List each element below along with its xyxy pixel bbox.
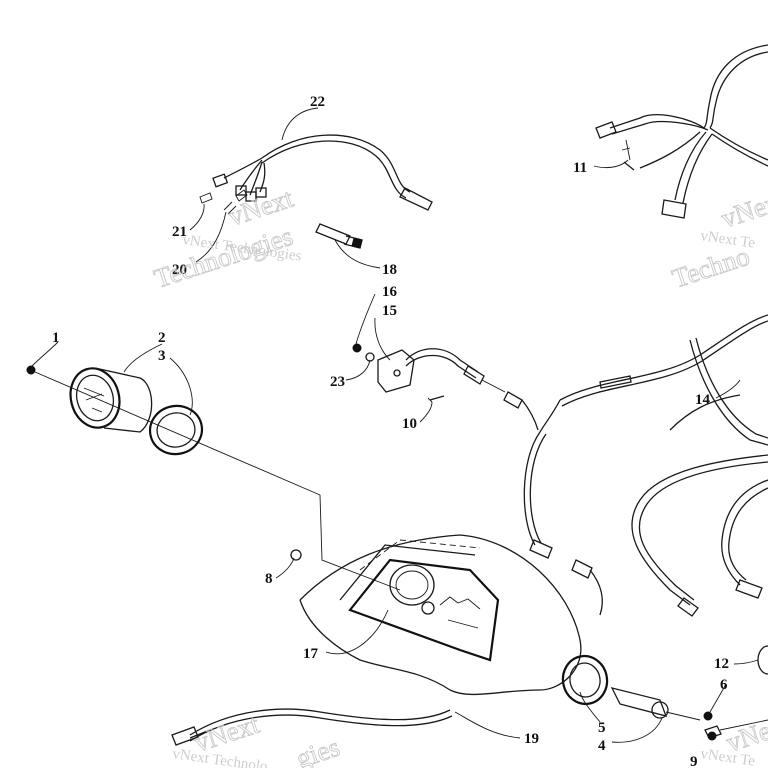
harness-22: [199, 134, 433, 215]
callout-5: 5: [598, 720, 606, 736]
callout-1: 1: [52, 330, 60, 346]
svg-text:Techno: Techno: [669, 241, 753, 294]
leader-lines: [31, 107, 759, 743]
gauge-assembly: [26, 365, 401, 591]
callout-23: 23: [330, 374, 345, 390]
bracket-15: [352, 343, 506, 403]
callout-6: 6: [720, 677, 728, 693]
callout-4: 4: [598, 738, 606, 754]
callout-2: 2: [158, 330, 166, 346]
svg-text:vNext Te: vNext Te: [699, 746, 756, 768]
housing-17: [290, 534, 582, 696]
callout-11: 11: [573, 160, 587, 176]
callout-14: 14: [695, 392, 711, 408]
callout-15: 15: [382, 303, 397, 319]
harness-19: [171, 708, 453, 746]
callout-3: 3: [158, 348, 166, 364]
callout-8: 8: [265, 571, 273, 587]
callout-22: 22: [310, 94, 325, 110]
callout-20: 20: [172, 262, 187, 278]
callout-9: 9: [690, 754, 698, 768]
callout-10: 10: [402, 416, 417, 432]
callout-19: 19: [524, 731, 539, 747]
callout-labels: 1 2 3 4 5 6 8 10 11 12 14 15 16 17 18 19…: [52, 94, 729, 768]
harness-top-right: [595, 44, 768, 219]
callout-16: 16: [382, 284, 398, 300]
callout-17: 17: [303, 646, 319, 662]
callout-12: 12: [714, 656, 729, 672]
callout-18: 18: [382, 262, 397, 278]
svg-text:gies: gies: [293, 732, 344, 768]
harness-14: [503, 314, 768, 617]
svg-text:vNext: vNext: [718, 185, 768, 234]
callout-21: 21: [172, 224, 187, 240]
part-18: [315, 223, 363, 249]
svg-text:vNext Te: vNext Te: [699, 228, 756, 252]
watermark-logo: vNext vNext Technologies Technologies vN…: [150, 182, 768, 768]
